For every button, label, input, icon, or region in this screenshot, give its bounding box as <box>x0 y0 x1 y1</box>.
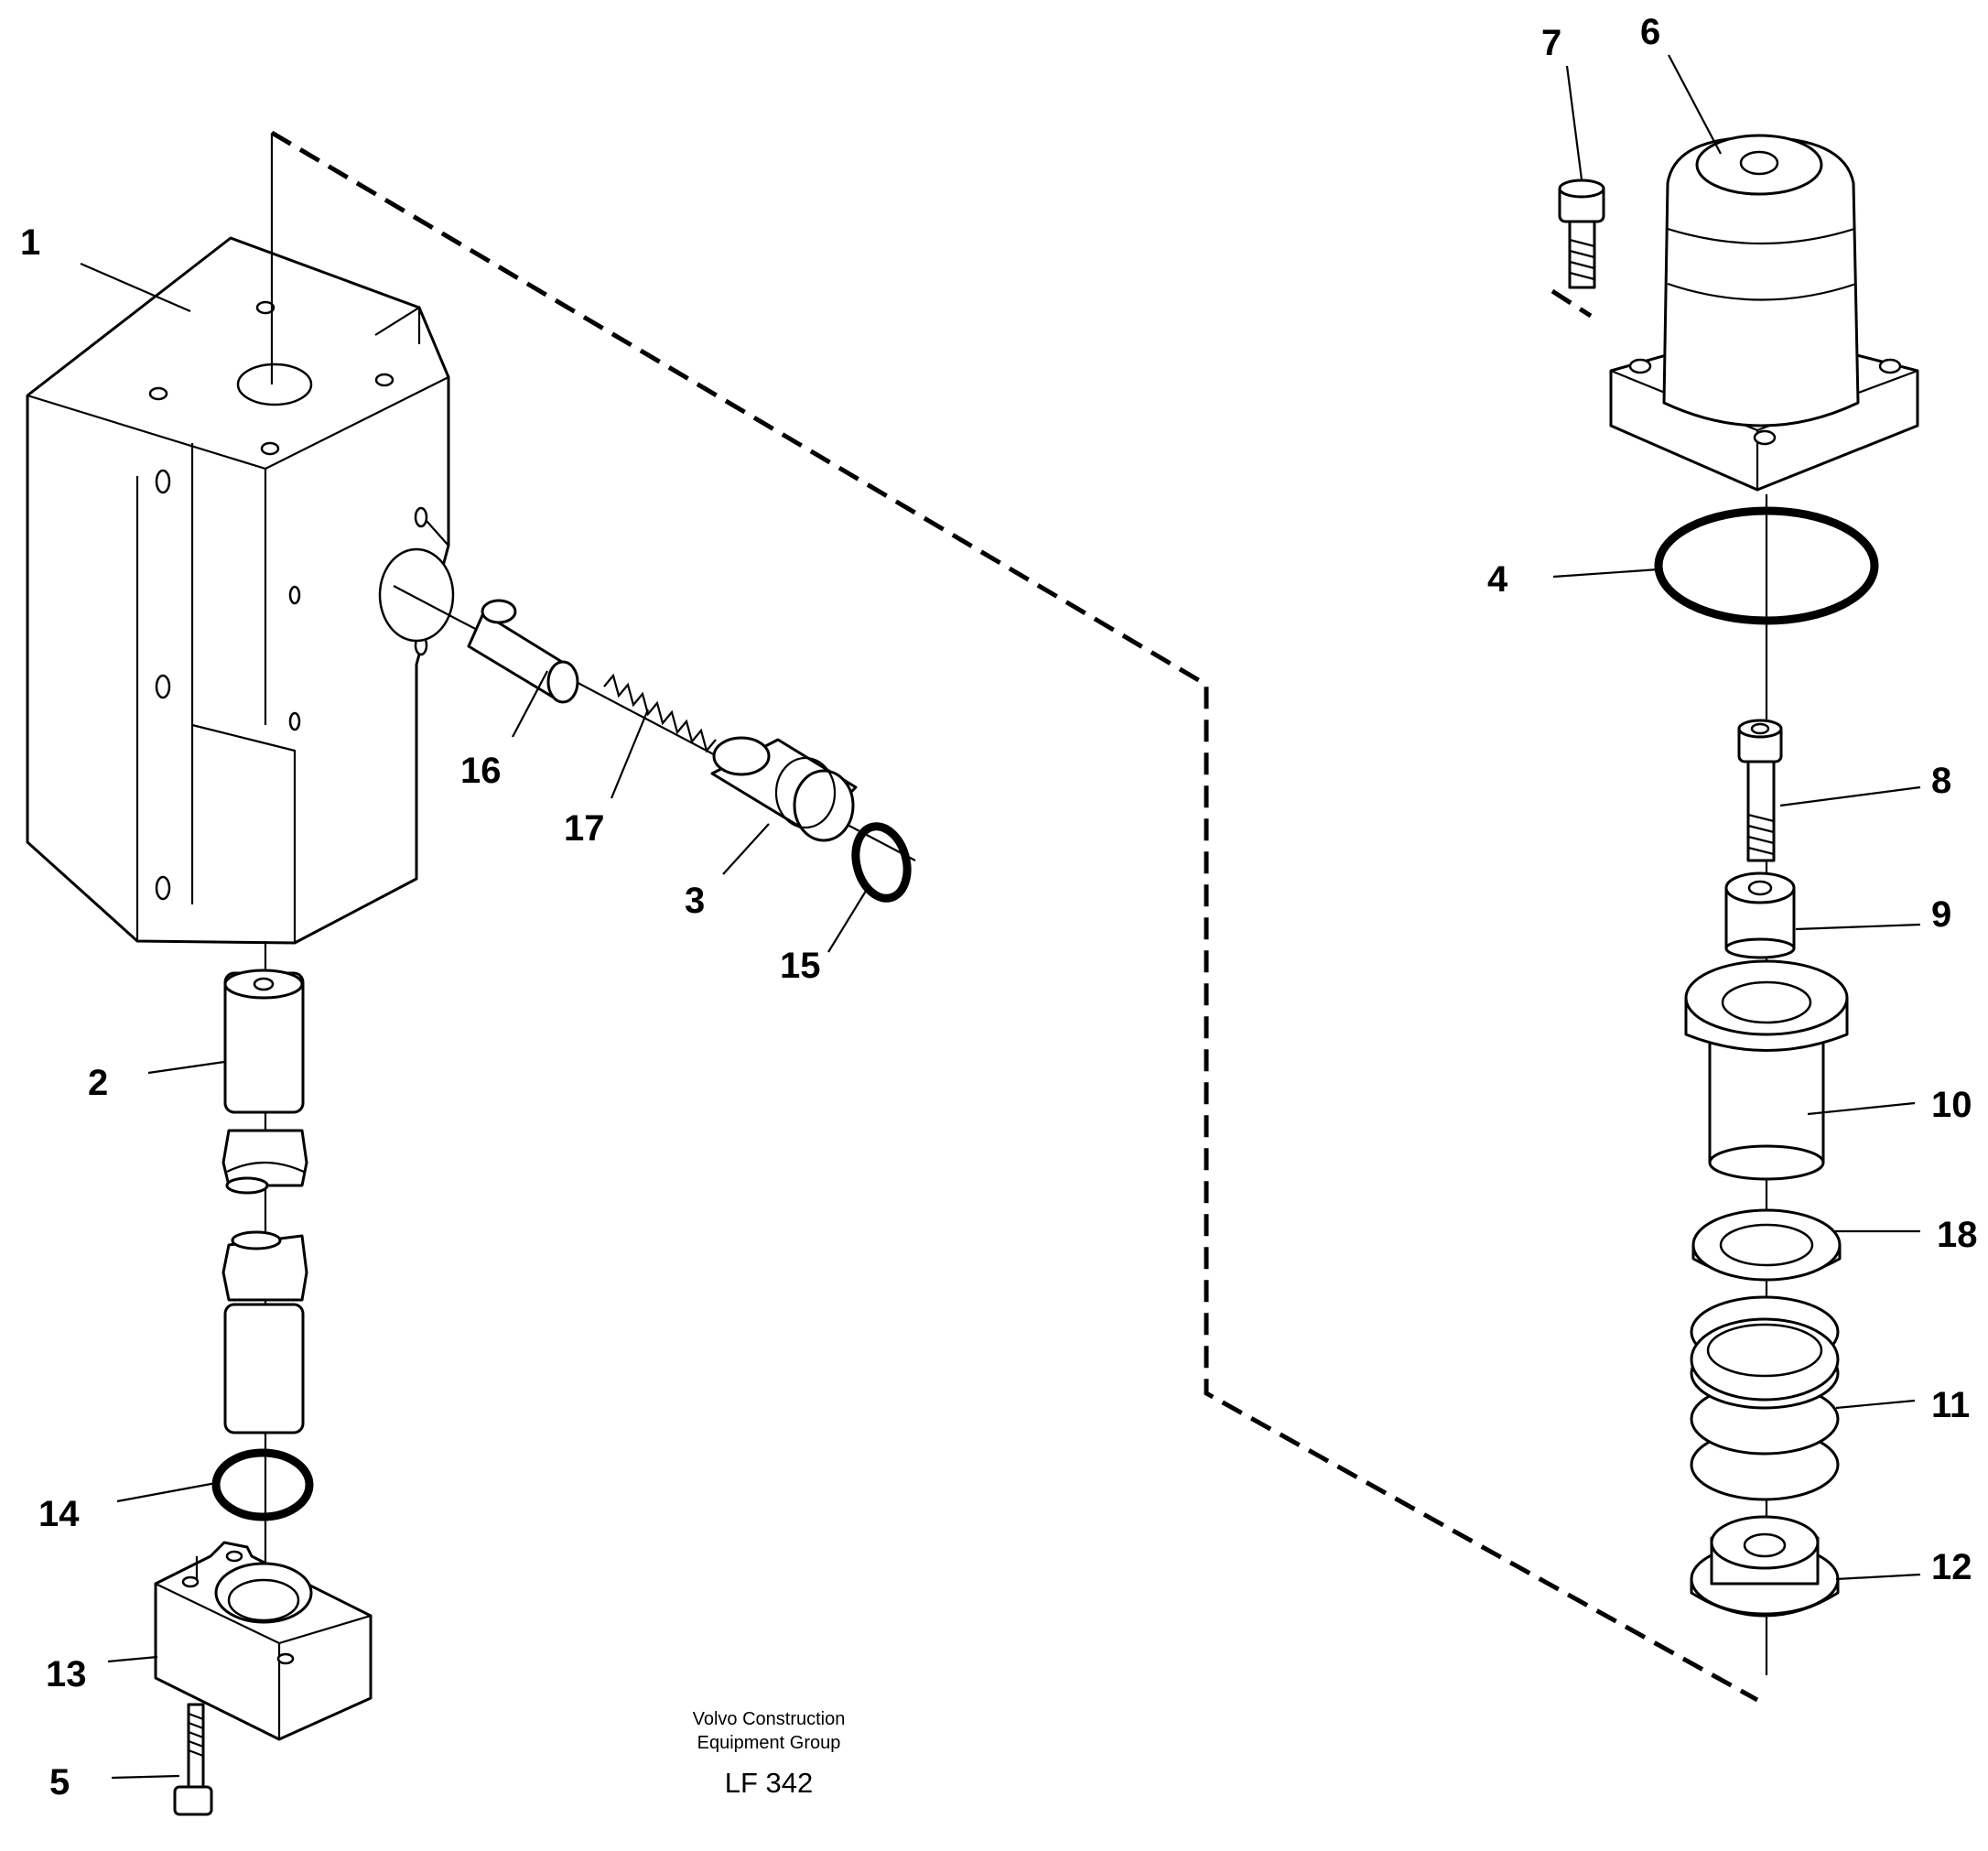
callout-12: 12 <box>1931 1547 1972 1587</box>
callout-4: 4 <box>1487 559 1508 600</box>
part-18-washer <box>1691 1208 1842 1282</box>
part-16-sleeve <box>467 599 579 704</box>
part-2-spool <box>221 969 308 1434</box>
callout-2: 2 <box>88 1063 108 1103</box>
part-14-o-ring <box>211 1448 314 1521</box>
part-4-o-ring <box>1654 506 1879 625</box>
callout-7: 7 <box>1541 23 1561 63</box>
callout-15: 15 <box>780 946 821 986</box>
part-1-valve-body <box>26 236 455 945</box>
callout-5: 5 <box>49 1762 70 1802</box>
part-5-bolt <box>173 1703 213 1816</box>
leader-lines <box>80 54 1921 1780</box>
part-7-cap-screw <box>1558 179 1605 289</box>
callout-16: 16 <box>460 751 502 791</box>
callout-10: 10 <box>1931 1085 1972 1125</box>
callout-1: 1 <box>20 222 40 263</box>
assembly-boundary-dashed-lead <box>1550 288 1593 319</box>
figure-code: LF 342 <box>725 1767 814 1799</box>
credit-line-1: Volvo Construction <box>693 1709 846 1729</box>
part-15-o-ring <box>851 822 912 903</box>
callout-6: 6 <box>1640 12 1660 52</box>
callout-14: 14 <box>38 1494 80 1534</box>
part-17-spring <box>603 673 717 753</box>
part-12-lower-seat <box>1690 1515 1840 1618</box>
callout-3: 3 <box>685 881 705 921</box>
callout-8: 8 <box>1931 761 1951 801</box>
part-6-cap <box>1609 134 1919 492</box>
part-11-spring <box>1690 1295 1840 1501</box>
callout-9: 9 <box>1931 894 1951 935</box>
credit-line-2: Equipment Group <box>697 1733 841 1753</box>
part-8-cap-screw <box>1737 719 1783 862</box>
callout-17: 17 <box>564 808 605 849</box>
part-10-spring-seat <box>1684 959 1849 1181</box>
assembly-boundary-dashed <box>270 130 1759 1703</box>
part-13-flange <box>154 1541 373 1741</box>
callout-11: 11 <box>1931 1385 1970 1425</box>
part-3-plug <box>710 736 858 842</box>
part-9-spacer <box>1724 871 1796 959</box>
callout-18: 18 <box>1937 1215 1978 1255</box>
callout-13: 13 <box>46 1654 87 1694</box>
